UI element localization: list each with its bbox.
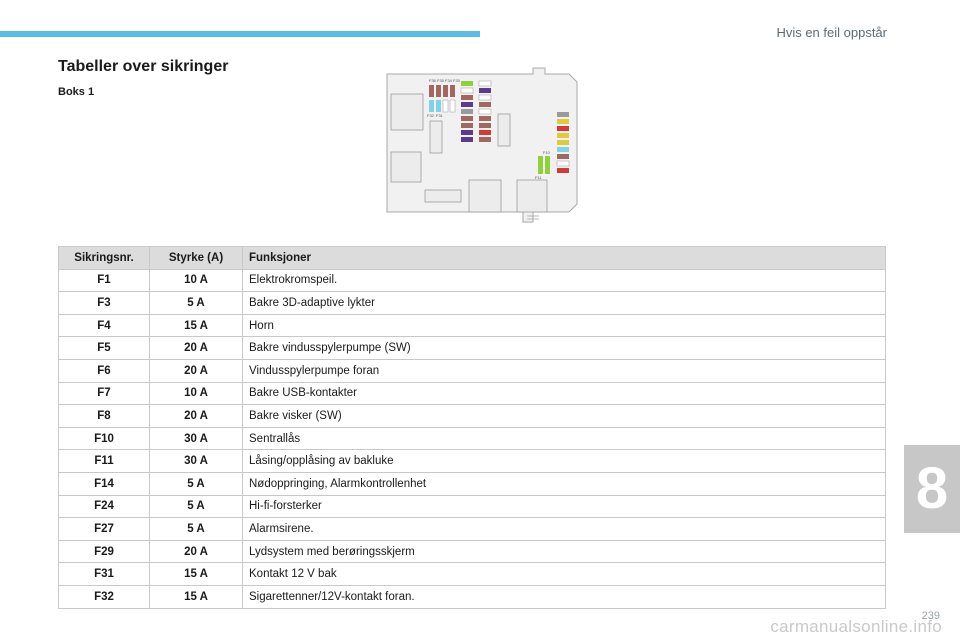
connector-block bbox=[429, 120, 443, 154]
fuse-number: F27 bbox=[58, 517, 150, 541]
fuse-number: F31 bbox=[58, 562, 150, 586]
table-header-row: Sikringsnr. Styrke (A) Funksjoner bbox=[58, 246, 886, 270]
fuse-rating: 20 A bbox=[149, 539, 243, 564]
fuse-rating: 5 A bbox=[149, 471, 243, 496]
fuse-f11 bbox=[545, 156, 550, 174]
fuse-slot bbox=[449, 99, 456, 113]
fuse-number: F8 bbox=[58, 404, 150, 428]
fuse-label-f31: F31 bbox=[436, 113, 444, 118]
page-number: 239 bbox=[921, 610, 940, 622]
fuse-number: F14 bbox=[58, 471, 150, 496]
fuse-rating: 5 A bbox=[149, 517, 243, 541]
connector-block bbox=[390, 151, 422, 183]
fuse-rating: 20 A bbox=[149, 358, 243, 383]
box-label: Boks 1 bbox=[58, 86, 95, 98]
fuse-box-diagram: F36 F35 F34 F33 F32 F31 F10 F11 bbox=[386, 67, 578, 223]
fuse-rating: 10 A bbox=[149, 268, 243, 293]
fuse-slot bbox=[442, 99, 449, 113]
fuse-rating: 15 A bbox=[149, 313, 243, 338]
fuse-rating: 30 A bbox=[149, 449, 243, 473]
fuse-function: Sigarettenner/12V-kontakt foran. bbox=[242, 584, 886, 609]
page-title: Tabeller over sikringer bbox=[58, 58, 229, 75]
fuse-function: Kontakt 12 V bak bbox=[242, 562, 886, 586]
connector-block bbox=[424, 189, 462, 203]
header-rating: Styrke (A) bbox=[149, 246, 243, 270]
fuse-rating: 15 A bbox=[149, 584, 243, 609]
fuse-label-f10: F10 bbox=[543, 150, 551, 155]
fuse-number: F3 bbox=[58, 291, 150, 315]
header-fuse-number: Sikringsnr. bbox=[58, 246, 150, 270]
footer-watermark: carmanualsonline.info bbox=[770, 617, 942, 636]
connector-block bbox=[497, 113, 511, 147]
fuse-function: Bakre 3D-adaptive lykter bbox=[242, 291, 886, 315]
fuse-f33 bbox=[450, 85, 455, 97]
fuse-number: F7 bbox=[58, 381, 150, 406]
fuse-number: F24 bbox=[58, 494, 150, 519]
fuse-function: Elektrokromspeil. bbox=[242, 268, 886, 293]
fuse-function: Vindusspylerpumpe foran bbox=[242, 358, 886, 383]
fuse-f36 bbox=[429, 85, 434, 97]
fuse-label-f11: F11 bbox=[535, 175, 542, 180]
fuse-number: F10 bbox=[58, 426, 150, 451]
fuse-f32 bbox=[429, 100, 434, 112]
fuse-function: Hi-fi-forsterker bbox=[242, 494, 886, 519]
fuse-function: Alarmsirene. bbox=[242, 517, 886, 541]
fuse-number: F29 bbox=[58, 539, 150, 564]
fuse-label-f32: F32 bbox=[427, 113, 435, 118]
fuse-function: Nødoppringing, Alarmkontrollenhet bbox=[242, 471, 886, 496]
fuse-rating: 20 A bbox=[149, 336, 243, 360]
fuse-function: Horn bbox=[242, 313, 886, 338]
fuse-rating: 5 A bbox=[149, 291, 243, 315]
fuse-number: F1 bbox=[58, 268, 150, 293]
fuse-f10 bbox=[538, 156, 543, 174]
fuse-function: Sentrallås bbox=[242, 426, 886, 451]
fuse-function: Bakre USB-kontakter bbox=[242, 381, 886, 406]
section-title: Hvis en feil oppstår bbox=[776, 25, 887, 40]
fuse-rating: 15 A bbox=[149, 562, 243, 586]
header-functions: Funksjoner bbox=[242, 246, 886, 270]
fuse-f35 bbox=[436, 85, 441, 97]
fuse-labels-top: F36 F35 F34 F33 bbox=[429, 78, 461, 83]
fuse-rating: 10 A bbox=[149, 381, 243, 406]
fuse-rating: 20 A bbox=[149, 404, 243, 428]
fuse-f31 bbox=[436, 100, 441, 112]
fuse-function: Lydsystem med berøringsskjerm bbox=[242, 539, 886, 564]
fuse-number: F5 bbox=[58, 336, 150, 360]
fuse-rating: 30 A bbox=[149, 426, 243, 451]
header-accent-bar bbox=[0, 31, 480, 37]
fuse-function: Bakre visker (SW) bbox=[242, 404, 886, 428]
connector-block bbox=[468, 179, 502, 213]
fuse-number: F32 bbox=[58, 584, 150, 609]
chapter-tab: 8 bbox=[904, 445, 960, 533]
fuse-number: F4 bbox=[58, 313, 150, 338]
fuse-number: F6 bbox=[58, 358, 150, 383]
fuse-number: F11 bbox=[58, 449, 150, 473]
fuse-f34 bbox=[443, 85, 448, 97]
connector-block bbox=[390, 93, 424, 131]
fuse-function: Bakre vindusspylerpumpe (SW) bbox=[242, 336, 886, 360]
fuse-rating: 5 A bbox=[149, 494, 243, 519]
chapter-number: 8 bbox=[915, 456, 949, 521]
fuse-function: Låsing/opplåsing av bakluke bbox=[242, 449, 886, 473]
connector-block bbox=[516, 179, 548, 213]
